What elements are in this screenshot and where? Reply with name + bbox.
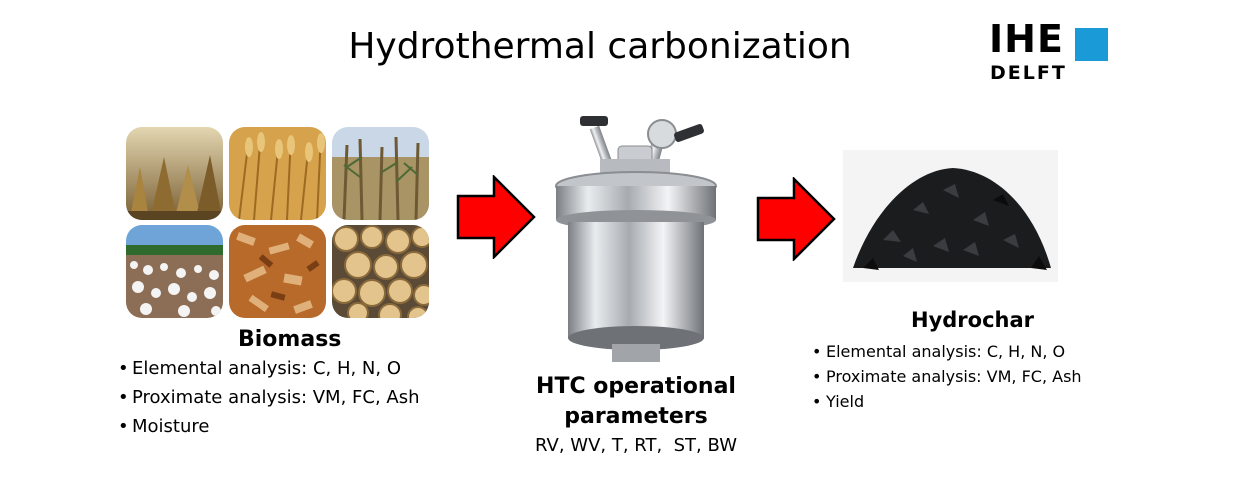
htc-heading-line2: parameters — [564, 404, 708, 429]
corn-stalks-photo — [332, 127, 429, 220]
cotton-field-photo — [126, 225, 223, 318]
list-item: Yield — [812, 389, 1082, 414]
wood-chips-photo — [229, 225, 326, 318]
biomass-property-list: Elemental analysis: C, H, N, O Proximate… — [118, 354, 420, 441]
list-item: Proximate analysis: VM, FC, Ash — [118, 383, 420, 412]
list-item: Proximate analysis: VM, FC, Ash — [812, 364, 1082, 389]
logo-square — [1075, 28, 1108, 61]
htc-parameter-list: RV, WV, T, RT, ST, BW — [535, 435, 737, 456]
ihe-delft-logo: IHE DELFT — [989, 20, 1109, 88]
list-item: Moisture — [118, 412, 420, 441]
straw-bundles-photo — [126, 127, 223, 220]
hydrochar-property-list: Elemental analysis: C, H, N, O Proximate… — [812, 339, 1082, 414]
wheat-photo — [229, 127, 326, 220]
logo-text-delft: DELFT — [990, 62, 1067, 84]
logo-text-ihe: IHE — [989, 17, 1064, 61]
diagram-title: Hydrothermal carbonization — [348, 26, 852, 67]
htc-heading: HTC operational parameters — [536, 372, 736, 432]
biomass-heading: Biomass — [238, 327, 342, 352]
htc-reactor-image — [555, 116, 717, 362]
htc-heading-line1: HTC operational — [536, 374, 736, 399]
flow-arrow-right-icon — [756, 177, 836, 261]
log-pile-photo — [332, 225, 429, 318]
list-item: Elemental analysis: C, H, N, O — [812, 339, 1082, 364]
hydrochar-image — [843, 150, 1058, 282]
flow-arrow-right-icon — [456, 175, 536, 259]
hydrochar-heading: Hydrochar — [911, 308, 1035, 332]
list-item: Elemental analysis: C, H, N, O — [118, 354, 420, 383]
